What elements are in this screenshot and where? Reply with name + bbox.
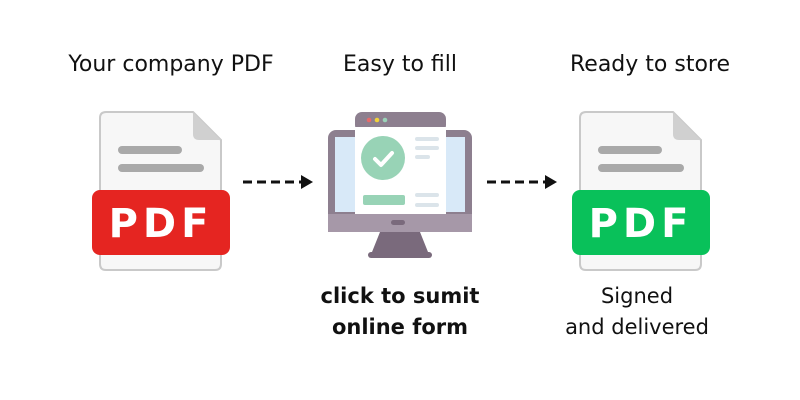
caption-line: Signed xyxy=(600,284,674,308)
pdf-file-icon: PDF xyxy=(572,111,710,271)
step3-caption: Signed and delivered xyxy=(507,281,767,343)
monitor-form-icon xyxy=(328,112,472,258)
step2-caption: click to sumit online form xyxy=(270,281,530,343)
pdf-file-icon: PDF xyxy=(92,111,230,271)
arrow-right-icon xyxy=(243,175,313,189)
pdf-badge-green: PDF xyxy=(589,201,694,247)
caption-line: click to sumit xyxy=(320,284,480,308)
caption-line: online form xyxy=(331,315,469,339)
step3-title: Ready to store xyxy=(569,52,730,77)
step1-title: Your company PDF xyxy=(68,52,274,77)
pdf-badge-red: PDF xyxy=(109,201,214,247)
arrow-right-icon xyxy=(487,175,557,189)
caption-line: and delivered xyxy=(565,315,709,339)
step2-title: Easy to fill xyxy=(342,52,458,77)
